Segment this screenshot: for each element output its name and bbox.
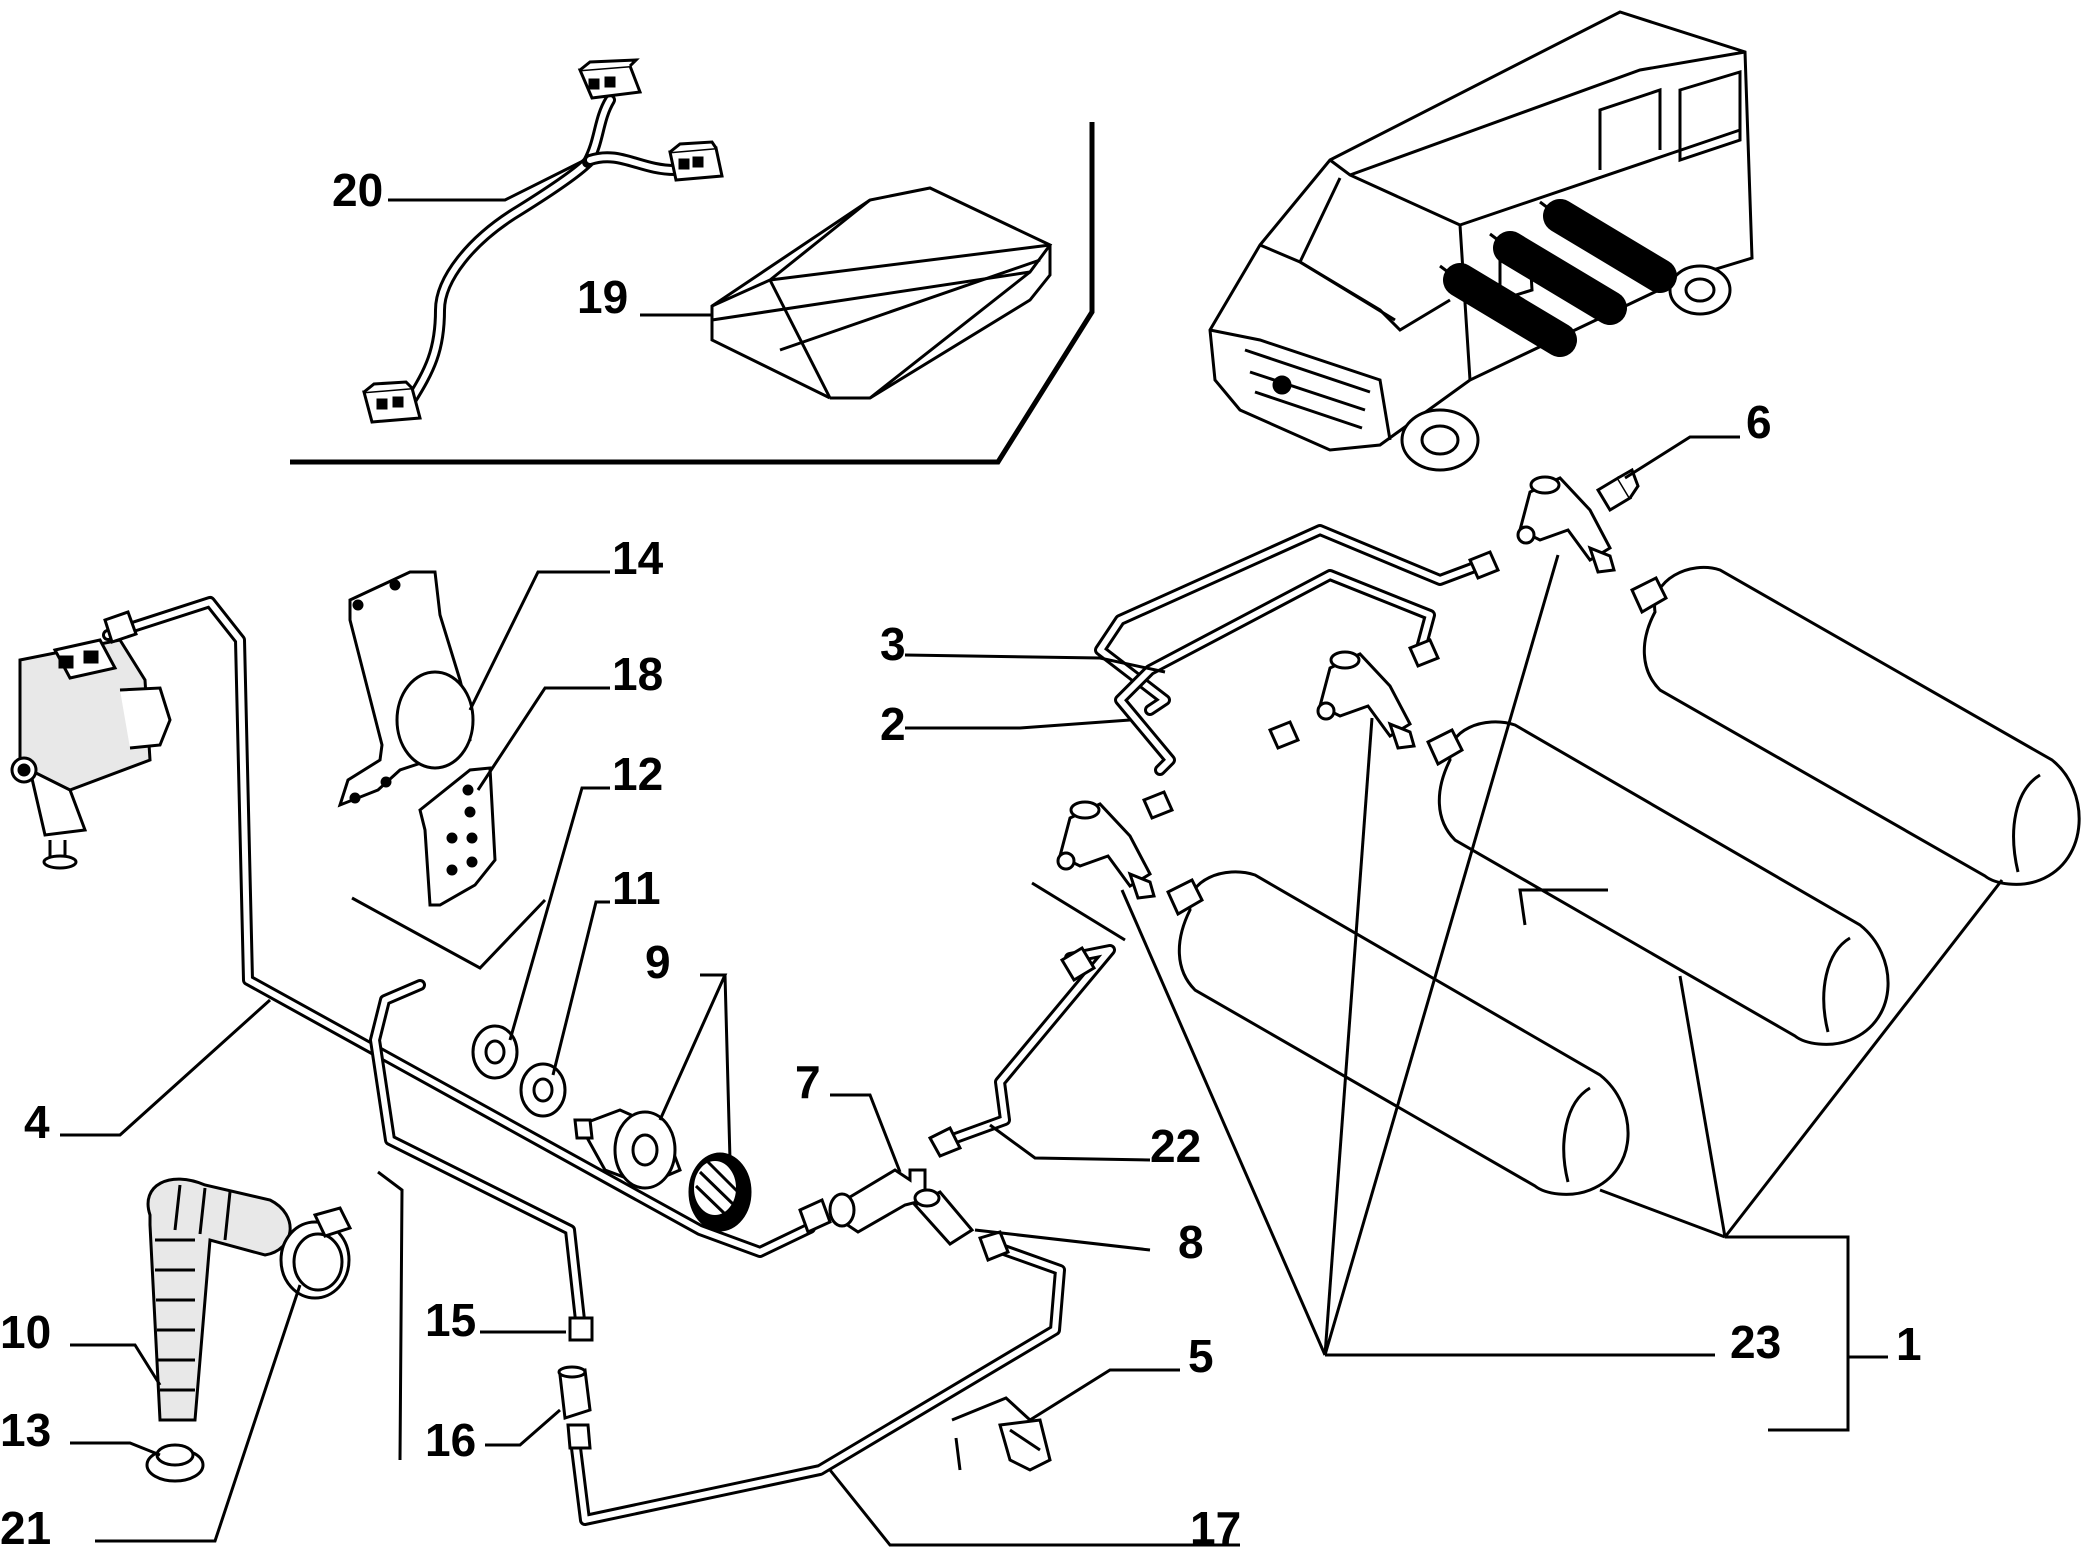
sleeve-8: [912, 1188, 975, 1246]
union-7: [828, 1168, 927, 1234]
connector-16: [557, 1365, 592, 1420]
van-cylinders-icon: [1439, 199, 1677, 357]
callout-20: 20: [332, 164, 383, 216]
callout-22: 22: [1150, 1120, 1201, 1172]
leader-lines: [60, 158, 2004, 1547]
callout-1: 1: [1896, 1318, 1922, 1370]
callout-23: 23: [1730, 1316, 1781, 1368]
bracket-18: [418, 766, 497, 907]
tee-fitting-icon: [1056, 475, 1616, 900]
callout-17: 17: [1190, 1502, 1241, 1550]
callout-10: 10: [0, 1306, 51, 1358]
callout-6: 6: [1746, 396, 1772, 448]
grouping-lines: [351, 881, 1126, 1471]
callout-4: 4: [24, 1096, 50, 1148]
callout-21: 21: [0, 1502, 51, 1550]
control-unit-icon: [710, 186, 1053, 400]
washer-11: [519, 1062, 567, 1118]
callout-15: 15: [425, 1294, 476, 1346]
pressure-reducer-icon: [10, 638, 172, 870]
clip-5: [998, 1418, 1052, 1472]
bracket-14: [337, 570, 475, 808]
callout-18: 18: [612, 648, 663, 700]
callout-5: 5: [1188, 1330, 1214, 1382]
hose-10: [146, 1177, 292, 1422]
callout-16: 16: [425, 1414, 476, 1466]
callout-14: 14: [612, 532, 664, 584]
callout-11: 11: [612, 862, 661, 914]
plug-icon: [1595, 467, 1640, 513]
pipe-17: [566, 1230, 1066, 1526]
callout-8: 8: [1178, 1216, 1204, 1268]
callout-7: 7: [795, 1056, 821, 1108]
pipe-3: [1094, 524, 1501, 716]
clamp-21: [279, 1206, 353, 1300]
callout-labels: 20 19 6 14 18 12 11 9 3 2 4 7 22 8 10 15…: [0, 164, 1922, 1550]
cap-13: [145, 1443, 205, 1483]
gas-cylinder-icon: [1166, 565, 2081, 1196]
pipe-22: [927, 944, 1116, 1158]
callout-19: 19: [577, 271, 628, 323]
filter-9: [573, 1108, 752, 1232]
wiring-harness-icon: [362, 58, 724, 424]
inset-frame: [290, 122, 1095, 465]
callout-2: 2: [880, 698, 906, 750]
callout-13: 13: [0, 1404, 51, 1456]
van-icon: [1208, 10, 1754, 472]
callout-3: 3: [880, 618, 906, 670]
callout-12: 12: [612, 748, 663, 800]
callout-9: 9: [645, 936, 671, 988]
pipe-4: [102, 596, 832, 1258]
washer-12: [471, 1024, 519, 1080]
pipe-15: [369, 979, 594, 1342]
